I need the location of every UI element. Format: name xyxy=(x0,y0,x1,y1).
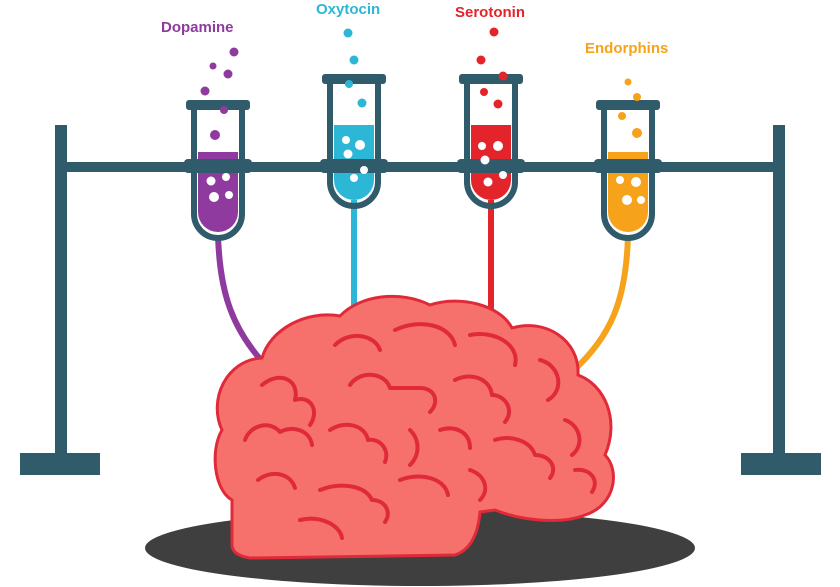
lab-stand xyxy=(20,125,821,475)
stand-left-pole xyxy=(55,125,67,460)
endorphins-tube xyxy=(569,235,631,375)
endorphins-label: Endorphins xyxy=(585,40,669,57)
stand-right-base xyxy=(741,453,821,475)
brain-folds xyxy=(243,322,597,540)
brain-illustration xyxy=(213,294,615,560)
serotonin-label: Serotonin xyxy=(455,4,525,21)
oxytocin-label: Oxytocin xyxy=(316,1,381,18)
dopamine-test-tube xyxy=(184,47,252,241)
stand-left-base xyxy=(20,453,100,475)
dopamine-label: Dopamine xyxy=(161,19,234,36)
stand-crossbar xyxy=(55,162,785,172)
serotonin-test-tube xyxy=(457,27,525,209)
endorphins-test-tube xyxy=(594,78,662,241)
stand-right-pole xyxy=(773,125,785,460)
oxytocin-test-tube xyxy=(320,28,388,209)
